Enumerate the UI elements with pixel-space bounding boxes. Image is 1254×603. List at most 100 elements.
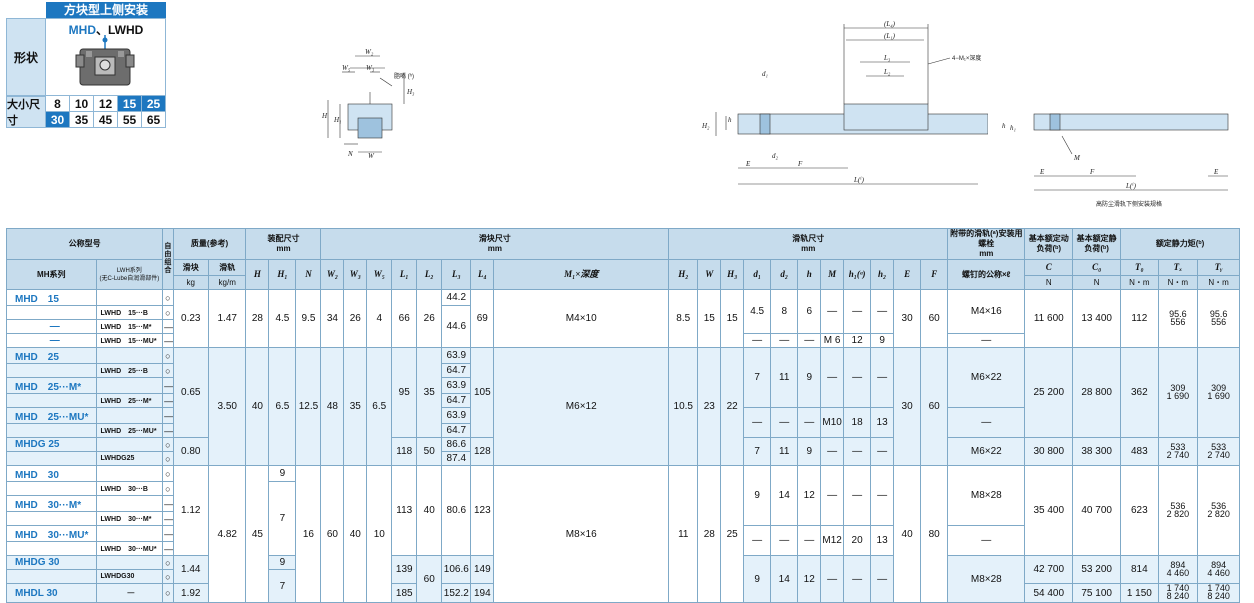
header-dyn: 基本额定动负荷(ᵇ): [1024, 228, 1074, 260]
table-cell: —: [843, 437, 872, 466]
table-row: LWHD 30···B○ 7: [6, 481, 1240, 556]
size-label: 大小尺寸: [6, 96, 46, 128]
table-cell: 23: [697, 347, 722, 466]
size-cell: 12: [93, 95, 118, 112]
table-cell: 152.2: [441, 583, 472, 603]
col-W2: W₂: [320, 259, 345, 290]
dim-w5: W₅: [342, 64, 351, 72]
table-cell: MHDG 30: [6, 555, 97, 570]
table-cell: 139: [391, 555, 418, 584]
table-cell: [6, 451, 97, 466]
col-TX: Tₓ: [1157, 259, 1199, 276]
table-cell: LWHD 15···B: [95, 305, 164, 320]
rail-caption: 高防尘滑轨下侧安装规格: [1096, 200, 1162, 208]
tap-label: 4−M₁×深度: [952, 54, 981, 62]
table-cell: 106.6: [441, 555, 472, 584]
dim-l4: (L₄): [884, 20, 896, 28]
table-cell: 12: [797, 555, 822, 603]
col-h1: h₁(ᵃ): [843, 259, 872, 290]
dim-w3: W₃: [366, 64, 375, 72]
table-cell: 1.44: [172, 555, 209, 584]
table-cell: ○: [162, 289, 174, 306]
table-cell: [95, 437, 164, 452]
table-cell: 63.9: [441, 377, 472, 394]
front-view-drawing: W₂ W₅ W₃ 脂嘴 (ʰ) H₃ H H₁ N W: [300, 48, 440, 168]
table-cell: 11: [770, 437, 799, 466]
table-cell: 4.82: [207, 465, 247, 603]
table-row: LWHD 25···M*— 64.7: [6, 393, 1240, 408]
table-cell: 123: [470, 465, 495, 556]
table-cell: —: [820, 347, 845, 408]
unit-TX: N・m: [1157, 275, 1199, 290]
table-cell: —: [947, 407, 1026, 438]
table-cell: MHD 30···MU*: [6, 525, 97, 542]
table-cell: —: [797, 525, 822, 556]
table-cell: —: [95, 583, 164, 603]
table-cell: M4×10: [493, 289, 670, 348]
table-cell: 35 400: [1024, 465, 1074, 556]
table-cell: 40: [245, 347, 270, 466]
table-cell: MHD 25···M*: [6, 377, 97, 394]
col-L4: L₄: [470, 259, 495, 290]
table-cell: MHD 30···M*: [6, 495, 97, 512]
table-cell: 60: [920, 289, 949, 348]
dim-h: H: [321, 112, 328, 120]
dim-l3: L₃: [883, 54, 891, 62]
table-cell: —: [162, 333, 174, 348]
rail-dim-f: F: [1089, 168, 1095, 176]
table-cell: 25: [720, 465, 745, 603]
col-bolt-nominal: 螺钉的公称×ℓ: [947, 259, 1026, 290]
table-cell: —: [770, 333, 799, 348]
table-cell: 0.65: [172, 347, 209, 438]
table-cell: 40: [343, 465, 368, 603]
table-cell: 112: [1120, 289, 1159, 348]
table-cell: LWHD 30···B: [95, 481, 164, 496]
table-cell: 95: [391, 347, 418, 438]
table-cell: 128: [470, 437, 495, 466]
table-cell: 80: [920, 465, 949, 603]
col-h2: h₂: [870, 259, 895, 290]
table-cell: ○: [162, 363, 174, 378]
table-cell: 9.5: [295, 289, 322, 348]
col-E: E: [893, 259, 922, 290]
table-cell: [95, 495, 164, 512]
col-H1: H₁: [268, 259, 297, 290]
model-rest: 、LWHD: [96, 23, 144, 37]
table-cell: 118: [391, 437, 418, 466]
table-cell: —: [797, 333, 822, 348]
size-cell: 65: [141, 111, 166, 128]
table-cell: [6, 393, 97, 408]
table-cell: 13: [870, 407, 895, 438]
rail-dim-e2: E: [1213, 168, 1219, 176]
col-H2: H₂: [668, 259, 699, 290]
dim-h1: H₁: [333, 116, 342, 124]
col-d2: d₂: [770, 259, 799, 290]
table-row: LWHD 30···MU*—: [6, 541, 1240, 556]
table-cell: —: [870, 465, 895, 526]
dim-n: N: [347, 150, 353, 158]
rail-dim-m: M: [1073, 154, 1081, 162]
table-cell: 10: [366, 465, 393, 603]
table-cell: —: [162, 541, 174, 556]
table-cell: 10.5: [668, 347, 699, 466]
table-cell: 38 300: [1072, 437, 1122, 466]
table-cell: [6, 423, 97, 438]
table-cell: LWHD 25···B: [95, 363, 164, 378]
table-cell: —: [820, 555, 845, 603]
table-cell: 1.47: [207, 289, 247, 348]
table-cell: M 6: [820, 333, 845, 348]
dim-w2: W₂: [365, 48, 374, 56]
table-cell: [6, 511, 97, 526]
table-cell: 26: [416, 289, 443, 348]
table-cell: 9: [743, 465, 772, 526]
